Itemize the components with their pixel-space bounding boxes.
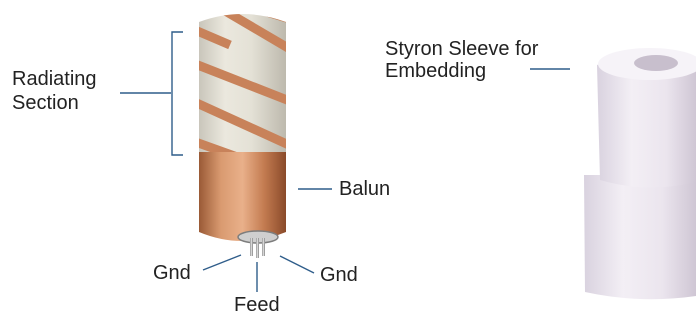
radiating-section-label-line2: Section bbox=[12, 92, 79, 114]
gnd-left-leader bbox=[202, 254, 242, 271]
styron-sleeve bbox=[584, 48, 696, 300]
sleeve-lower-body bbox=[584, 175, 696, 300]
gnd-pin-left bbox=[250, 238, 253, 256]
gnd-left-label: Gnd bbox=[153, 262, 191, 284]
sleeve-bore-icon bbox=[634, 55, 678, 71]
sleeve-label-line1: Styron Sleeve for bbox=[385, 38, 539, 60]
feed-label: Feed bbox=[234, 294, 280, 316]
sleeve-label-line2: Embedding bbox=[385, 60, 487, 82]
radiating-section-label-line1: Radiating bbox=[12, 68, 97, 90]
leader-lines bbox=[120, 31, 570, 292]
gnd-right-label: Gnd bbox=[320, 264, 358, 286]
gnd-right-leader bbox=[279, 255, 315, 274]
balun-label: Balun bbox=[339, 178, 391, 200]
feed-pin bbox=[256, 238, 259, 258]
sleeve-upper-body bbox=[597, 53, 696, 188]
antenna bbox=[199, 14, 286, 258]
balun-cylinder bbox=[199, 152, 286, 241]
radiating-bracket bbox=[171, 31, 183, 156]
gnd-pin-right bbox=[262, 238, 265, 256]
